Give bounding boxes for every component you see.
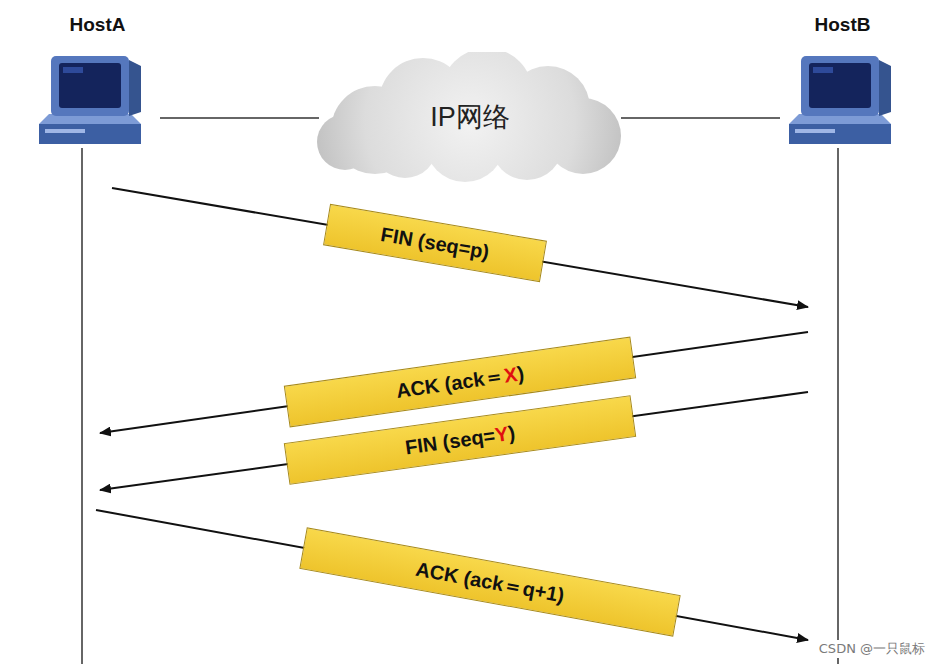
host-label: HostB: [780, 8, 905, 158]
network-name: IP网络: [430, 99, 510, 135]
message-text: ACK (ack＝q+1): [413, 555, 566, 608]
message-arrow: [100, 392, 808, 490]
timeline: [837, 148, 839, 664]
message-text: FIN (seq=p): [379, 222, 491, 263]
message-arrow: [100, 332, 808, 433]
computer-icon: [39, 56, 141, 144]
message-arrow: [112, 188, 808, 307]
message-box: FIN (seq=p): [323, 204, 547, 282]
timeline: [81, 148, 83, 664]
host-name: HostB: [815, 14, 871, 36]
message-box: ACK (ack＝q+1): [299, 527, 680, 636]
computer-icon: [789, 56, 891, 144]
message-text: ACK (ack＝: [394, 362, 506, 404]
network-cloud: IP网络: [305, 52, 635, 182]
watermark: CSDN @一只鼠标: [816, 640, 928, 658]
host-name: HostA: [70, 14, 126, 36]
host-label: HostA: [35, 8, 160, 158]
message-text: FIN (seq=: [404, 424, 497, 459]
message-arrow: [96, 510, 808, 640]
network-link: [621, 117, 780, 119]
network-link: [160, 117, 319, 119]
